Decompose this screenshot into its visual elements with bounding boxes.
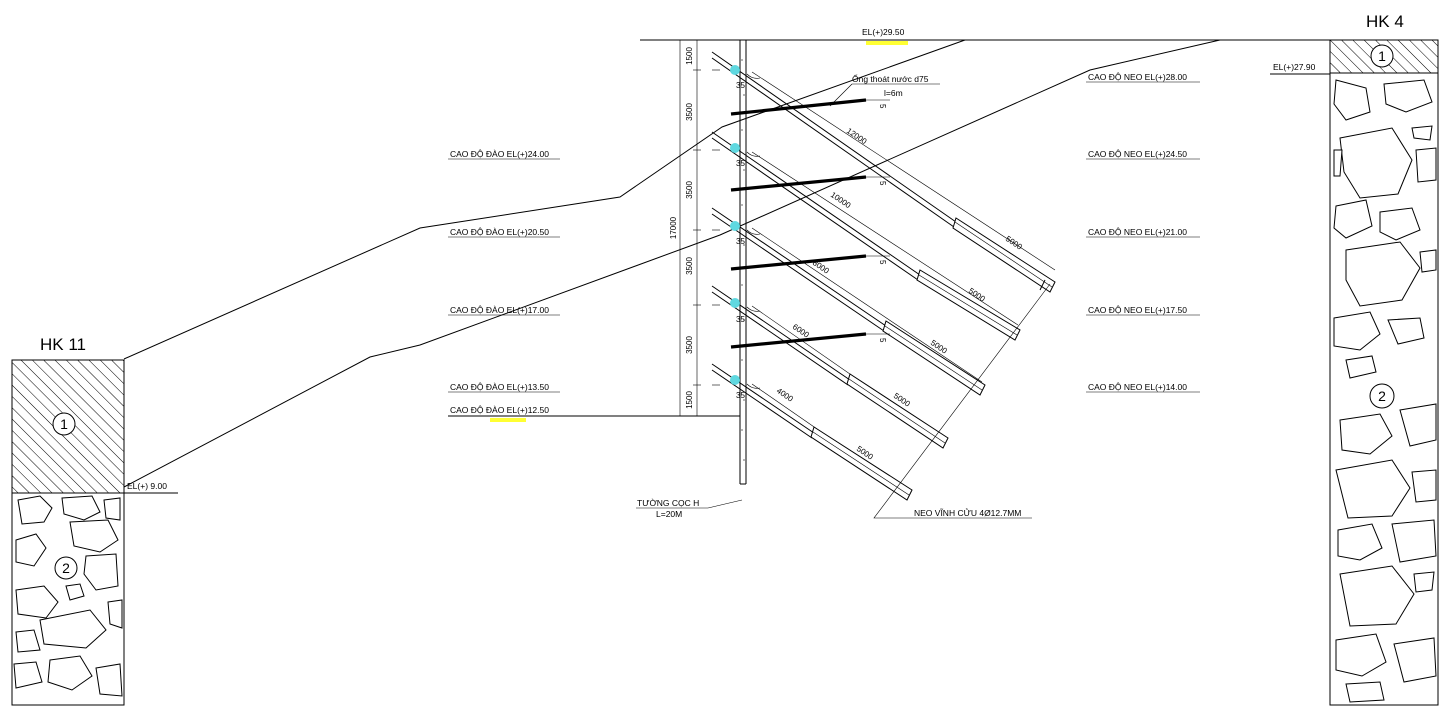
layer-2-marker (54, 556, 78, 580)
excavation-level-1: CAO ĐỘ ĐÀO EL(+)24.00 (450, 149, 549, 159)
drain-angle-3: 5 (878, 260, 887, 265)
drain-pipe-4 (730, 332, 867, 349)
borehole-hk4: HK 4 1 (1270, 12, 1439, 706)
layer-2-marker-right (1369, 383, 1395, 409)
h-pile-wall (739, 40, 747, 485)
anchor-4: 35 6000 5000 (711, 285, 949, 449)
drain-leader (829, 83, 853, 107)
anchor-angle-3: 35 (736, 237, 745, 246)
anchor-angle-4: 35 (736, 315, 745, 324)
anchor-free-length-1: 12000 (845, 126, 869, 146)
anchor-level-4: CAO ĐỘ NEO EL(+)17.50 (1088, 305, 1187, 315)
borehole-hk4-title: HK 4 (1366, 12, 1404, 31)
anchor-free-length-5: 4000 (775, 386, 795, 404)
anchor-angle-5: 35 (736, 391, 745, 400)
excavation-levels: CAO ĐỘ ĐÀO EL(+)24.00 CAO ĐỘ ĐÀO EL(+)20… (448, 149, 740, 422)
drain-angle-4: 5 (878, 338, 887, 343)
anchor-1: 35 12000 5000 (711, 51, 1056, 293)
excavation-level-5: CAO ĐỘ ĐÀO EL(+)12.50 (450, 405, 549, 415)
anchor-head-3 (730, 221, 740, 231)
anchor-level-1: CAO ĐỘ NEO EL(+)28.00 (1088, 72, 1187, 82)
excavation-level-2: CAO ĐỘ ĐÀO EL(+)20.50 (450, 227, 549, 237)
anchor-head-2 (730, 143, 740, 153)
dim-1500-bottom: 1500 (685, 391, 694, 409)
ground-level-label: EL(+)29.50 (862, 27, 905, 37)
anchor-angle-1: 35 (736, 81, 745, 90)
dim-total-17000: 17000 (669, 216, 678, 239)
wall-fill-dots (741, 59, 745, 461)
anchor-head-1 (730, 65, 740, 75)
anchor-level-2: CAO ĐỘ NEO EL(+)24.50 (1088, 149, 1187, 159)
anchor-3: 35 8000 5000 (711, 207, 986, 396)
wall-name: TƯỜNG CỌC H (637, 498, 699, 508)
wall-length: L=20M (656, 509, 682, 519)
dim-3500-2: 3500 (685, 181, 694, 199)
anchor-head-4 (730, 298, 740, 308)
anchor-level-3: CAO ĐỘ NEO EL(+)21.00 (1088, 227, 1187, 237)
anchor-5: 35 4000 5000 (711, 363, 913, 501)
rock-pattern-left (13, 495, 123, 697)
permanent-anchor-label: NEO VĨNH CỬU 4Ø12.7MM (873, 283, 1051, 519)
dim-3500-4: 3500 (685, 336, 694, 354)
dim-1500-top: 1500 (685, 47, 694, 65)
drain-pipe-1 (730, 98, 867, 116)
anchor-levels: CAO ĐỘ NEO EL(+)28.00 CAO ĐỘ NEO EL(+)24… (1086, 72, 1200, 393)
excavation-level-4: CAO ĐỘ ĐÀO EL(+)13.50 (450, 382, 549, 392)
slope-line-lower (123, 39, 1221, 488)
anchor-bond-length-1: 5000 (1004, 234, 1024, 252)
drain-pipes: 5 5 5 5 Ống thoát nước d75 l=6m (730, 73, 940, 349)
anchor-head-5 (730, 375, 740, 385)
slope-line-upper (123, 39, 966, 360)
vertical-dimensions: 1500 3500 3500 3500 3500 1500 17000 (669, 39, 720, 417)
layer-1-marker (52, 412, 76, 436)
borehole-hk11-title: HK 11 (40, 335, 86, 354)
excavation-level-3: CAO ĐỘ ĐÀO EL(+)17.00 (450, 305, 549, 315)
drain-angle-2: 5 (878, 181, 887, 186)
dim-3500-3: 3500 (685, 257, 694, 275)
layer-1-number: 1 (60, 416, 68, 432)
hk11-level-label: EL(+) 9.00 (127, 481, 167, 491)
borehole-hk11: HK 11 1 2 EL(+) 9.00 (11, 335, 178, 706)
layer-2-number-right: 2 (1378, 388, 1386, 404)
drain-pipe-3 (730, 254, 867, 271)
dim-3500-1: 3500 (685, 103, 694, 121)
rock-pattern-right (1333, 79, 1437, 703)
ground-level-highlight (866, 41, 908, 45)
drain-pipe-2 (730, 175, 867, 192)
anchor-free-length-4: 6000 (791, 322, 811, 340)
hk4-level-label: EL(+)27.90 (1273, 62, 1316, 72)
drain-angle-1: 5 (878, 104, 887, 109)
anchor-angle-2: 35 (736, 159, 745, 168)
permanent-anchor-text: NEO VĨNH CỬU 4Ø12.7MM (914, 507, 1021, 518)
wall-label: TƯỜNG CỌC H L=20M (636, 498, 743, 519)
anchor-level-5: CAO ĐỘ NEO EL(+)14.00 (1088, 382, 1187, 392)
layer-1-number-right: 1 (1378, 48, 1386, 64)
drain-pipe-length: l=6m (884, 88, 903, 98)
layer-1-marker-right (1370, 44, 1394, 68)
drain-pipe-label: Ống thoát nước d75 (852, 73, 929, 84)
anchor-free-length-2: 10000 (829, 190, 853, 210)
layer-2-number: 2 (62, 560, 70, 576)
excavation-bottom-highlight (490, 418, 526, 422)
